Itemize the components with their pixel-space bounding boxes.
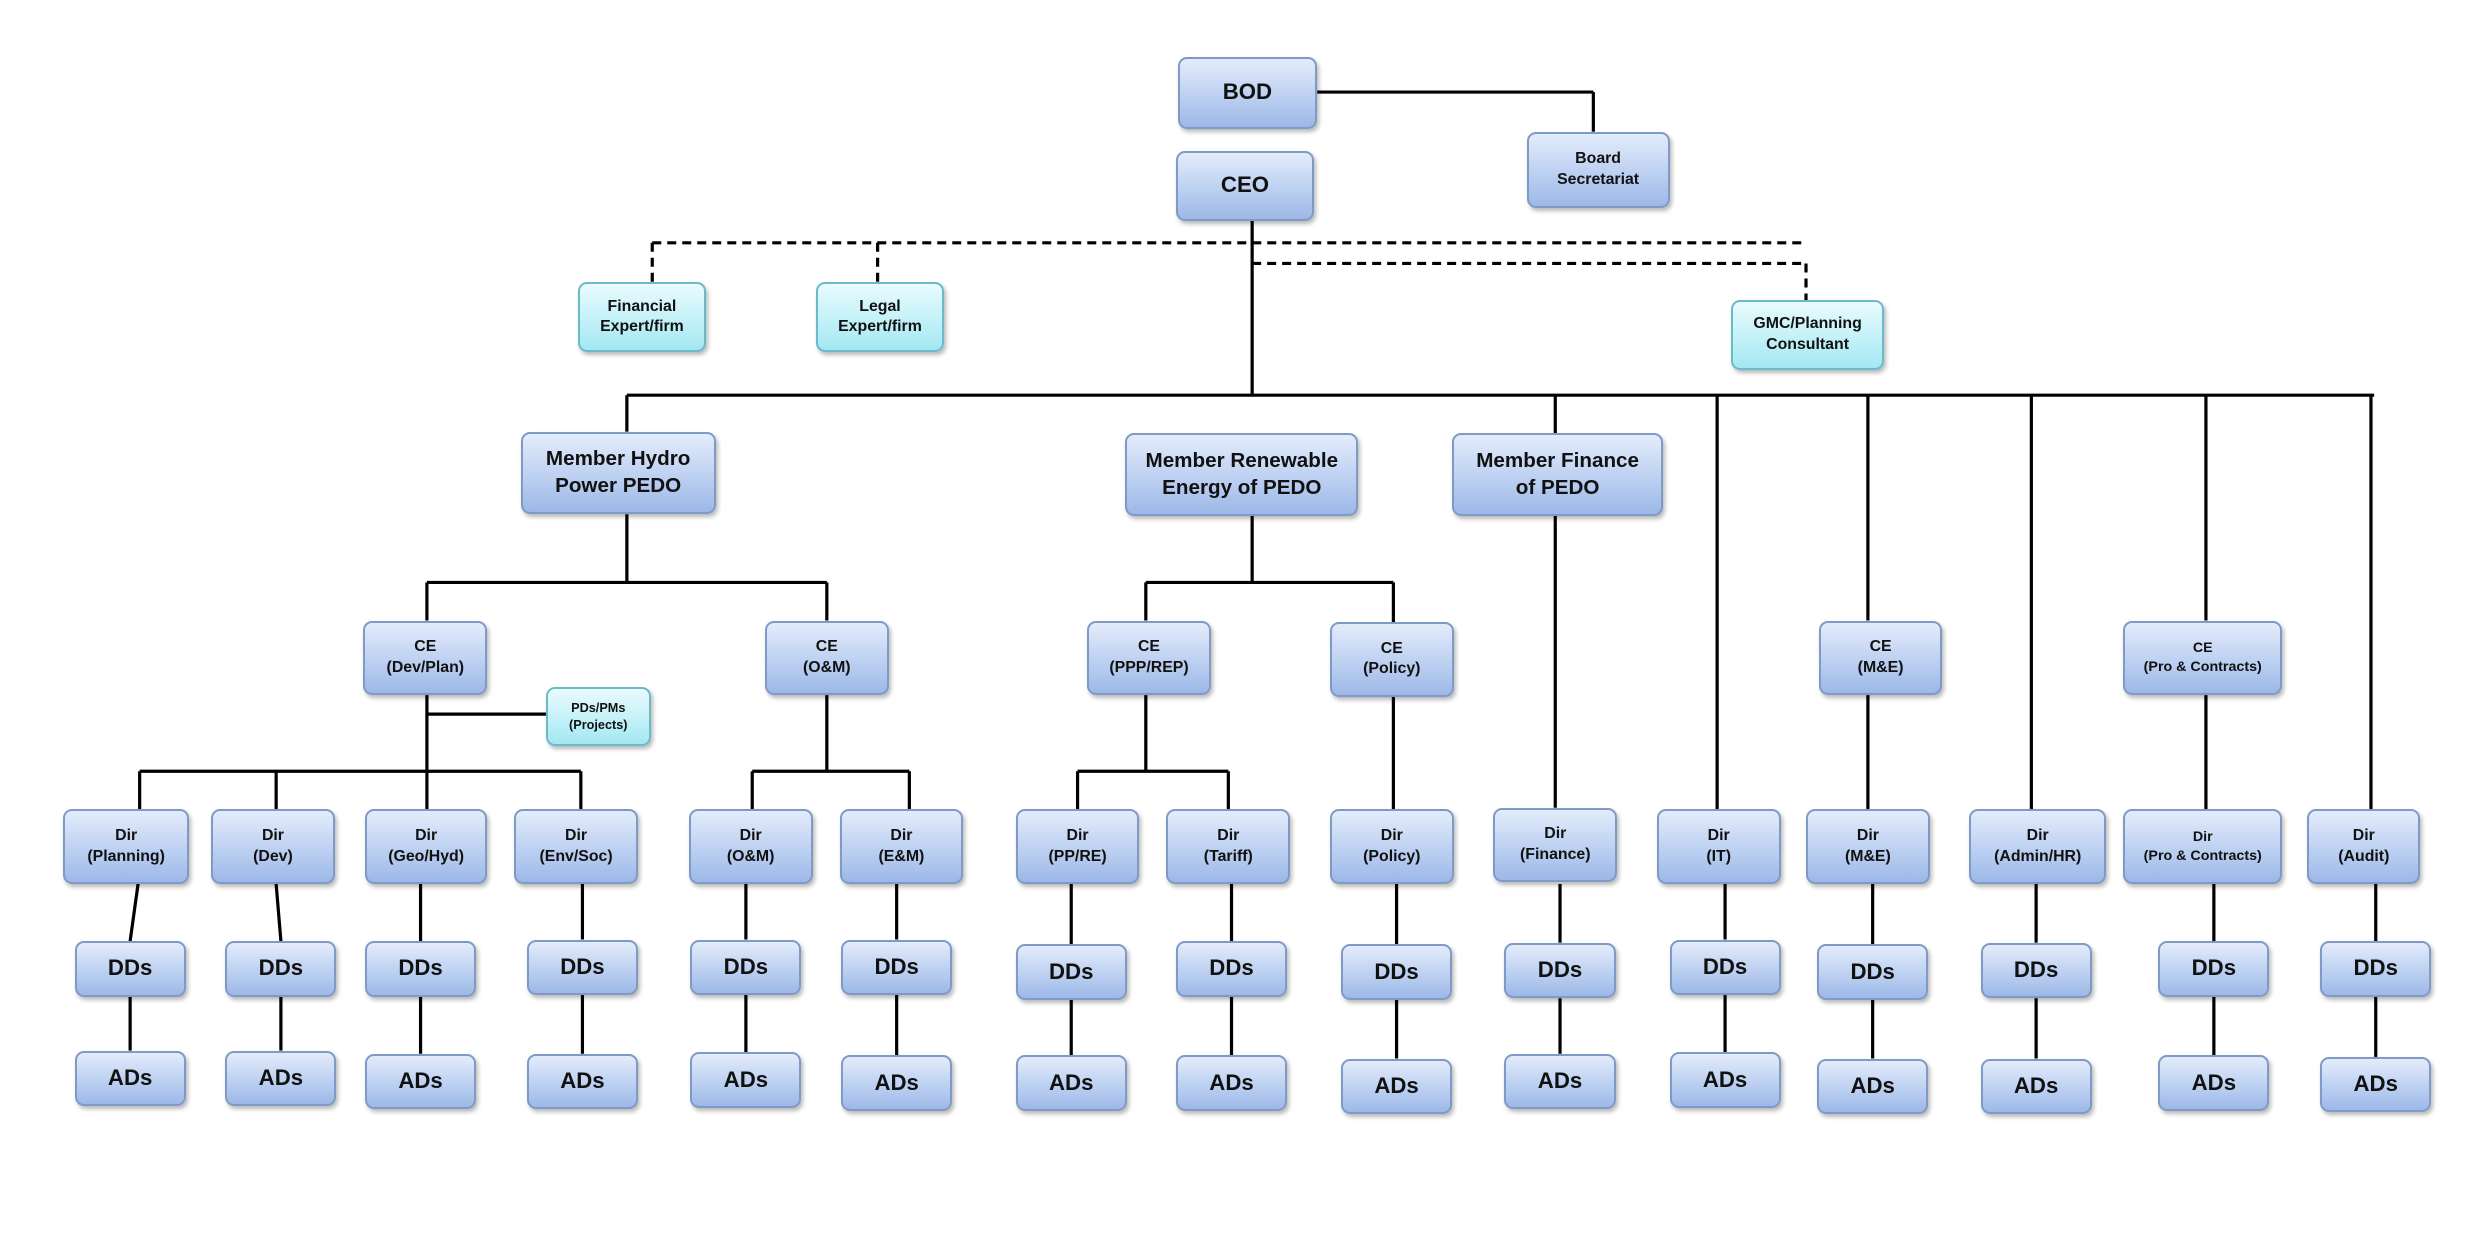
dir-om-box: Dir (O&M) [688, 809, 813, 884]
ads-box-pp-re: ADs [1015, 1055, 1127, 1111]
dir-finance-box: Dir (Finance) [1493, 807, 1618, 883]
gmc-consultant-box: GMC/Planning Consultant [1731, 299, 1884, 370]
bod-box: BOD [1177, 57, 1318, 129]
dir-planning-box: Dir (Planning) [63, 809, 189, 884]
dir-geo-hyd-box: Dir (Geo/Hyd) [365, 809, 488, 884]
dir-to-dd-line [128, 883, 140, 942]
dir-audit-box: Dir (Audit) [2307, 809, 2421, 884]
member-renewable-box: Member Renewable Energy of PEDO [1125, 433, 1359, 516]
dir-env-soc-box: Dir (Env/Soc) [514, 809, 638, 884]
dir-tariff-box: Dir (Tariff) [1166, 809, 1291, 884]
dds-box-dev: DDs [225, 941, 337, 997]
ads-box-policy: ADs [1341, 1058, 1453, 1115]
ce-policy-box: CE (Policy) [1329, 622, 1454, 697]
dir-pro-contracts-box: Dir (Pro & Contracts) [2123, 809, 2283, 884]
pds-pms-box: PDs/PMs (Projects) [545, 687, 651, 746]
financial-expert-box: Financial Expert/firm [577, 282, 707, 353]
dir-to-dd-line [274, 883, 283, 942]
legal-expert-box: Legal Expert/firm [815, 282, 945, 353]
ads-box-em: ADs [841, 1055, 953, 1111]
ads-box-admin-hr: ADs [1980, 1058, 2092, 1115]
ads-box-dev: ADs [225, 1050, 337, 1107]
ads-box-geo-hyd: ADs [365, 1053, 477, 1110]
dds-box-me: DDs [1817, 944, 1929, 1000]
dds-box-planning: DDs [74, 941, 186, 997]
ads-box-finance: ADs [1504, 1053, 1616, 1110]
dds-box-audit: DDs [2320, 941, 2432, 997]
dds-box-pp-re: DDs [1015, 944, 1127, 1000]
dds-box-geo-hyd: DDs [365, 941, 477, 997]
ads-box-me: ADs [1817, 1058, 1929, 1115]
dir-me-box: Dir (M&E) [1806, 809, 1930, 884]
dir-dev-box: Dir (Dev) [211, 809, 335, 884]
dds-box-pro-contracts: DDs [2158, 941, 2270, 997]
ads-box-audit: ADs [2320, 1056, 2432, 1113]
board-secretariat-box: Board Secretariat [1526, 131, 1670, 208]
ads-box-planning: ADs [74, 1050, 186, 1107]
dds-box-env-soc: DDs [526, 939, 638, 996]
dir-em-box: Dir (E&M) [839, 809, 964, 884]
ads-box-it: ADs [1669, 1052, 1781, 1108]
ce-pro-contracts-box: CE (Pro & Contracts) [2123, 620, 2283, 696]
dir-policy-box: Dir (Policy) [1329, 809, 1454, 884]
ads-box-pro-contracts: ADs [2158, 1055, 2270, 1111]
ads-box-tariff: ADs [1175, 1055, 1288, 1111]
dir-admin-hr-box: Dir (Admin/HR) [1969, 809, 2106, 884]
dds-box-om: DDs [690, 939, 802, 996]
dds-box-tariff: DDs [1175, 941, 1288, 997]
member-hydro-box: Member Hydro Power PEDO [520, 431, 716, 515]
dds-box-admin-hr: DDs [1980, 942, 2092, 999]
ceo-box: CEO [1175, 150, 1315, 221]
ce-me-box: CE (M&E) [1818, 620, 1943, 696]
ce-ppp-rep-box: CE (PPP/REP) [1087, 620, 1211, 696]
ce-om-box: CE (O&M) [764, 620, 889, 696]
dds-box-finance: DDs [1504, 942, 1616, 999]
dds-box-policy: DDs [1341, 944, 1453, 1000]
dir-it-box: Dir (IT) [1656, 809, 1781, 884]
ce-dev-plan-box: CE (Dev/Plan) [363, 620, 488, 696]
dir-pp-re-box: Dir (PP/RE) [1015, 809, 1140, 884]
member-finance-box: Member Finance of PEDO [1452, 433, 1664, 516]
dds-box-em: DDs [841, 939, 953, 996]
ads-box-om: ADs [690, 1052, 802, 1108]
ads-box-env-soc: ADs [526, 1053, 638, 1110]
dds-box-it: DDs [1669, 939, 1781, 996]
